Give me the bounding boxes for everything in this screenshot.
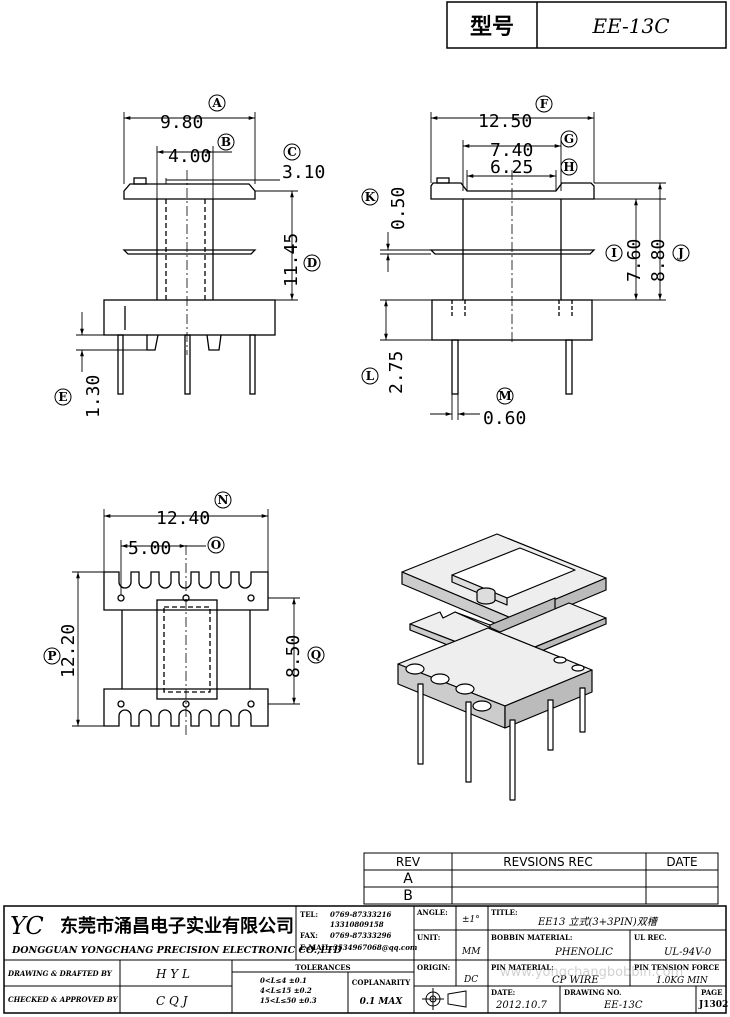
ul-rec-value: UL-94V-0 — [664, 947, 712, 958]
date-label: DATE: — [491, 988, 515, 997]
ul-rec-label: UL REC. — [634, 933, 667, 942]
drawing-no-label: DRAWING NO. — [564, 988, 621, 997]
dim-k-label: K — [365, 190, 376, 204]
dim-g-label: G — [564, 132, 574, 146]
model-number: EE-13C — [591, 14, 669, 38]
dim-j-label: J — [677, 246, 684, 260]
projection-symbol-icon — [422, 988, 467, 1010]
page-label: PAGE — [701, 988, 723, 997]
revision-header-date: DATE — [666, 855, 697, 869]
dim-q-value: 8.50 — [283, 635, 304, 678]
dim-e-label: E — [58, 390, 67, 404]
dim-d-label: D — [307, 256, 317, 270]
bobbin-material-value: PHENOLIC — [554, 947, 613, 958]
front-view-dimension-text: 9.80 A 4.00 B 3.10 C 11.45 D 1.30 E — [54, 94, 325, 418]
revision-table — [363, 852, 719, 905]
dim-m-value: 0.60 — [483, 408, 526, 429]
dim-i-label: I — [611, 246, 617, 260]
company-name-cn: 东莞市涌昌电子实业有限公司 — [60, 915, 294, 937]
dim-d-value: 11.45 — [281, 233, 302, 287]
pin-material-label: PIN MATERIAL: — [491, 963, 554, 972]
side-view — [429, 170, 596, 395]
date-value: 2012.10.7 — [495, 1000, 548, 1011]
revision-header-rec: REVSIONS REC — [503, 855, 592, 869]
title-block-grid — [3, 905, 727, 1014]
tel-label: TEL: — [300, 910, 318, 919]
dim-b-value: 4.00 — [168, 146, 211, 167]
angle-value: ±1° — [462, 915, 480, 925]
unit-label: UNIT: — [417, 933, 440, 942]
dim-l-label: L — [366, 369, 375, 383]
pin-tension-value: 1.0KG MIN — [656, 976, 709, 986]
email-label: E-MAIL: — [300, 943, 332, 952]
dim-q-label: Q — [311, 648, 321, 662]
dim-l-value: 2.75 — [386, 351, 407, 394]
dim-b-label: B — [221, 135, 231, 149]
dim-a-value: 9.80 — [160, 112, 203, 133]
dim-k-value: 0.50 — [388, 187, 409, 230]
dim-m-label: M — [498, 389, 511, 403]
dim-o-value: 5.00 — [128, 538, 171, 559]
title-value: EE13 立式(3+3PIN)双槽 — [537, 916, 659, 928]
company-logo: YC — [10, 912, 44, 940]
side-view-dimensions — [380, 112, 666, 420]
dim-h-value: 6.25 — [490, 157, 533, 178]
dim-o-label: O — [211, 538, 221, 552]
origin-value: DC — [463, 975, 478, 985]
company-name-en: DONGGUAN YONGCHANG PRECISION ELECTRONIC … — [11, 945, 342, 956]
dim-n-value: 12.40 — [156, 508, 210, 529]
dim-g-value: 7.40 — [490, 140, 533, 161]
dim-j-value: 8.80 — [648, 239, 669, 282]
tolerances-label: TOLERANCES — [295, 963, 350, 972]
coplanarity-value: 0.1 MAX — [360, 997, 404, 1007]
tolerance-1: 0<L≤4 ±0.1 — [260, 976, 307, 985]
title-label: TITLE: — [491, 908, 518, 917]
bottom-view — [103, 545, 269, 738]
checked-by-value: C Q J — [156, 994, 189, 1008]
angle-label: ANGLE: — [416, 908, 448, 917]
tel-value-2: 13310809158 — [330, 920, 384, 929]
tolerance-3: 15<L≤50 ±0.3 — [260, 996, 317, 1005]
origin-label: ORIGIN: — [417, 963, 450, 972]
checked-by-label: CHECKED & APPROVED BY — [8, 995, 119, 1004]
tolerance-2: 4<L≤15 ±0.2 — [260, 986, 312, 995]
drawing-no-value: EE-13C — [603, 1000, 643, 1011]
dim-p-label: P — [47, 649, 56, 663]
dim-f-value: 12.50 — [478, 111, 532, 132]
type-label: 型号 — [470, 15, 514, 40]
email-value: 3534967068@qq.com — [333, 943, 417, 952]
unit-value: MM — [461, 947, 481, 957]
front-view — [103, 170, 276, 395]
model-header: 型号 EE-13C — [446, 1, 727, 49]
drawing-by-label: DRAWING & DRAFTED BY — [7, 969, 113, 978]
dim-p-value: 12.20 — [58, 624, 79, 678]
pin-tension-label: PIN TENSION FORCE — [634, 963, 719, 972]
dim-n-label: N — [218, 493, 229, 507]
revision-row-b: B — [403, 888, 413, 904]
dim-f-label: F — [540, 97, 549, 111]
drawing-by-value: H Y L — [155, 967, 190, 981]
dim-c-value: 3.10 — [282, 162, 325, 183]
bottom-view-dimension-text: 12.40 N 5.00 O 12.20 P 8.50 Q — [43, 491, 325, 678]
bottom-view-dimensions — [72, 509, 300, 727]
dim-e-value: 1.30 — [83, 375, 104, 418]
dim-h-label: H — [563, 160, 574, 174]
coplanarity-label: COPLANARITY — [352, 978, 411, 987]
watermark: www.yongchangbobbin.com — [500, 965, 683, 980]
front-view-dimensions — [76, 112, 298, 372]
isometric-exploded-view — [397, 533, 607, 801]
dim-a-label: A — [211, 96, 222, 110]
fax-label: FAX: — [300, 931, 318, 940]
tel-value-1: 0769-87333216 — [330, 910, 391, 919]
dim-i-value: 7.60 — [624, 239, 645, 282]
revision-header-rev: REV — [396, 855, 421, 869]
bobbin-material-label: BOBBIN MATERIAL: — [491, 933, 572, 942]
side-view-dimension-text: 12.50 F 7.40 G 6.25 H 0.50 K 7.60 I 8.80… — [361, 95, 690, 429]
revision-row-a: A — [403, 871, 413, 887]
pin-material-value: CP WIRE — [552, 975, 599, 986]
fax-value: 0769-87333296 — [330, 931, 391, 940]
dim-c-label: C — [287, 145, 297, 159]
page-value: J1302 — [698, 1000, 728, 1010]
